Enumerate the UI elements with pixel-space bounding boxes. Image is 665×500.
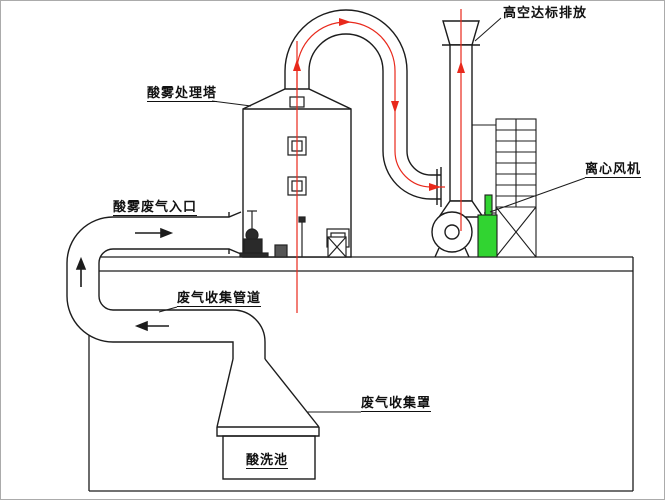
- collection-duct: [66, 211, 266, 359]
- label-treatment-tower: 酸雾处理塔: [147, 85, 218, 102]
- leader-lines: [158, 17, 586, 413]
- fan-motor: [477, 194, 498, 258]
- label-acid-pool: 酸洗池: [246, 452, 289, 469]
- hood-fill: [217, 359, 319, 436]
- label-collection-hood: 废气收集罩: [361, 395, 432, 412]
- flow-arrows-red: [293, 18, 465, 191]
- label-waste-gas-inlet: 酸雾废气入口: [113, 199, 198, 216]
- centerlines: [296, 9, 462, 313]
- platform-equipment: [239, 210, 347, 258]
- pool-fill: [223, 436, 315, 479]
- support-frame: [472, 118, 537, 258]
- label-collection-pipe: 废气收集管道: [177, 290, 262, 307]
- label-centrifugal-fan: 离心风机: [585, 161, 642, 178]
- platform: [88, 256, 634, 492]
- acid-pool: [222, 435, 316, 480]
- label-exhaust-outlet: 高空达标排放: [503, 5, 588, 20]
- flow-arrows-black: [75, 227, 174, 332]
- centrifugal-fan: [431, 211, 473, 258]
